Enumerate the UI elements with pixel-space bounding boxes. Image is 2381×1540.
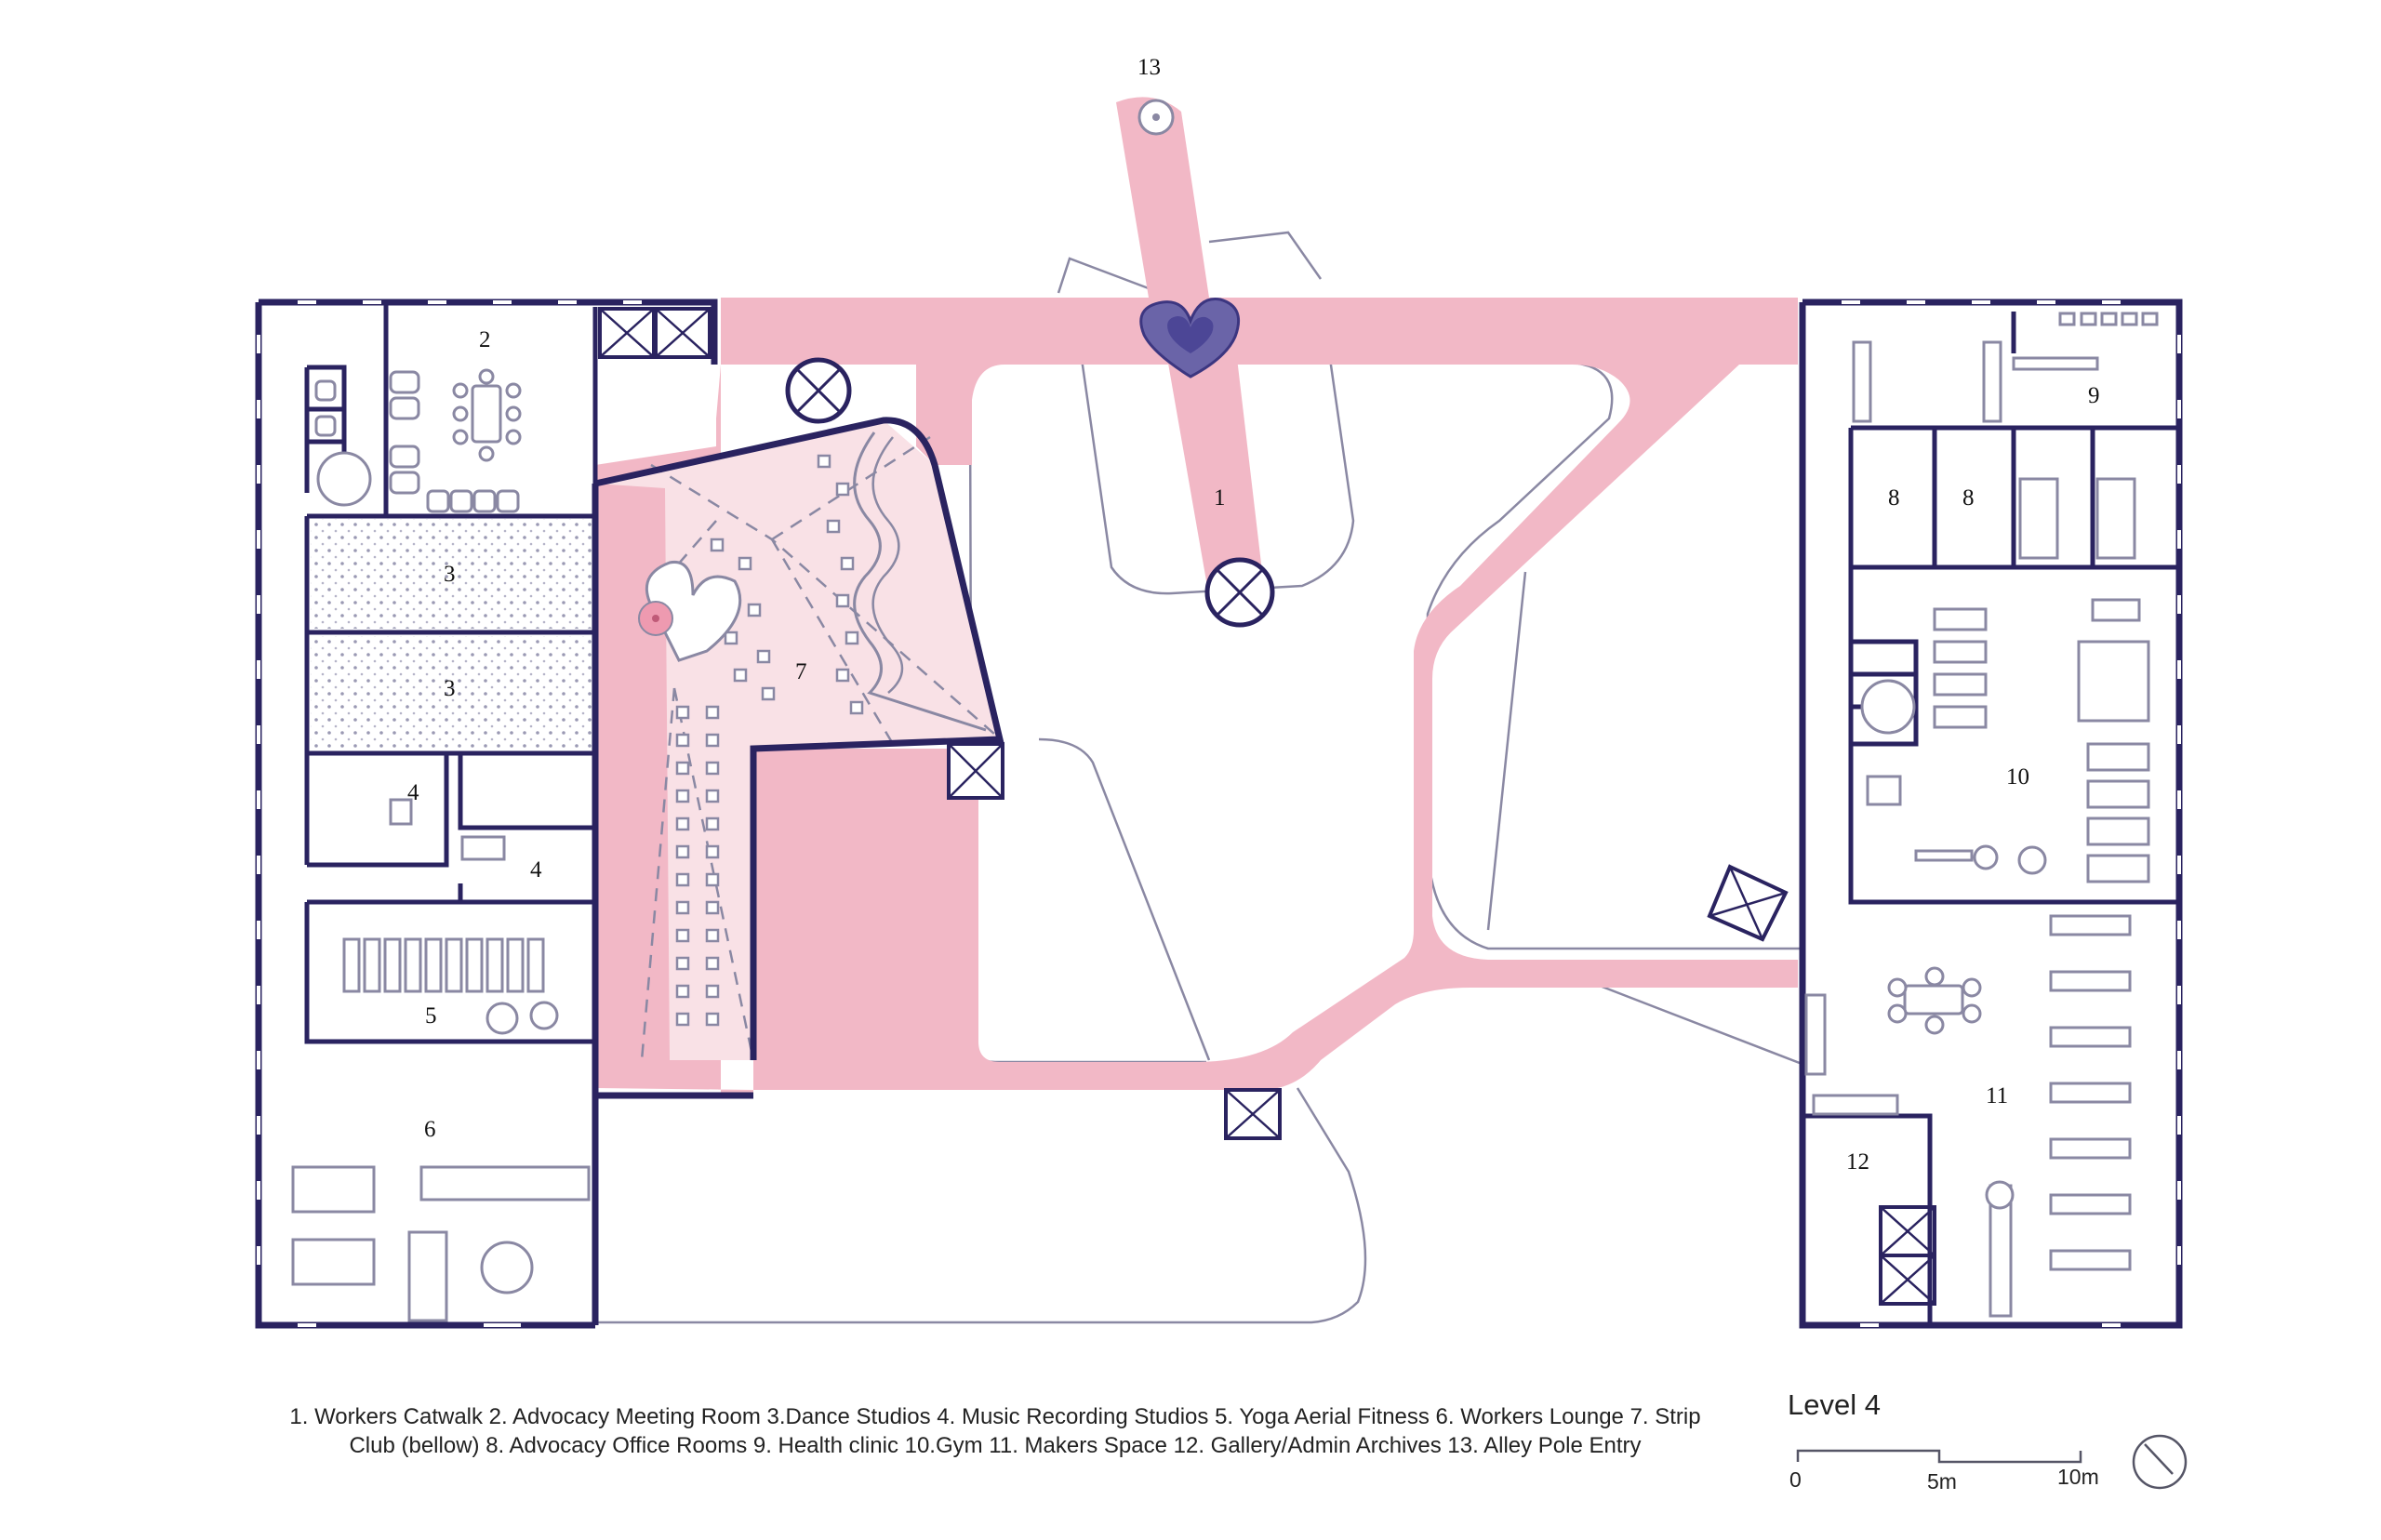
workers-catwalk bbox=[595, 97, 1798, 1097]
club-bar bbox=[638, 560, 742, 662]
club-stage-inner bbox=[871, 436, 904, 694]
label-strip-club: 7 bbox=[795, 659, 807, 684]
stair-box-crosses bbox=[599, 308, 1935, 1305]
club-seating bbox=[675, 454, 864, 1027]
angled-stair-cross bbox=[1709, 866, 1787, 940]
angled-stair bbox=[1707, 864, 1789, 942]
scale-bar bbox=[1796, 1449, 2082, 1464]
left-wing-furniture bbox=[291, 368, 591, 1322]
legend-line-1: 1. Workers Catwalk 2. Advocacy Meeting R… bbox=[289, 1404, 1701, 1429]
left-wing-partitions bbox=[304, 302, 598, 1044]
plan-legend: 1. Workers Catwalk 2. Advocacy Meeting R… bbox=[223, 1402, 1767, 1460]
right-wing-furniture bbox=[1804, 312, 2159, 1318]
level-title: Level 4 bbox=[1788, 1388, 1881, 1421]
label-yoga-aerial-fitness: 5 bbox=[425, 1003, 437, 1029]
label-advocacy-meeting-room: 2 bbox=[479, 327, 491, 352]
strip-club-floor bbox=[595, 420, 1000, 1060]
scale-label-zero: 0 bbox=[1789, 1467, 1802, 1492]
scale-label-mid: 5m bbox=[1927, 1469, 1957, 1494]
label-advocacy-office-a: 8 bbox=[1888, 485, 1900, 511]
label-workers-lounge: 6 bbox=[424, 1117, 436, 1142]
label-dance-studio-a: 3 bbox=[444, 562, 456, 587]
alley-pole-center bbox=[1152, 113, 1160, 121]
label-alley-pole-entry: 13 bbox=[1137, 55, 1161, 80]
label-makers-space: 11 bbox=[1986, 1083, 2008, 1109]
label-health-clinic: 9 bbox=[2088, 383, 2100, 408]
room-labels: 1 2 3 3 4 4 5 6 7 8 8 9 10 11 12 13 bbox=[407, 55, 2100, 1175]
label-gym: 10 bbox=[2006, 764, 2029, 790]
legend-line-2: Club (bellow) 8. Advocacy Office Rooms 9… bbox=[349, 1433, 1642, 1458]
heart-icon-inner bbox=[1167, 316, 1214, 353]
north-arrow-icon bbox=[2132, 1434, 2188, 1490]
label-dance-studio-b: 3 bbox=[444, 676, 456, 701]
dance-studio-floor-a bbox=[311, 519, 592, 629]
pole-circle-crosses bbox=[795, 367, 1265, 617]
label-music-studio-a: 4 bbox=[407, 780, 419, 805]
scale-label-end: 10m bbox=[2057, 1465, 2099, 1489]
label-workers-catwalk: 1 bbox=[1214, 485, 1226, 511]
label-advocacy-office-b: 8 bbox=[1962, 485, 1975, 511]
window-dashes bbox=[257, 300, 2181, 1327]
label-gallery-archives: 12 bbox=[1846, 1149, 1869, 1175]
dance-studio-floor-b bbox=[311, 636, 592, 750]
label-music-studio-b: 4 bbox=[530, 857, 542, 883]
club-stage bbox=[853, 431, 987, 732]
